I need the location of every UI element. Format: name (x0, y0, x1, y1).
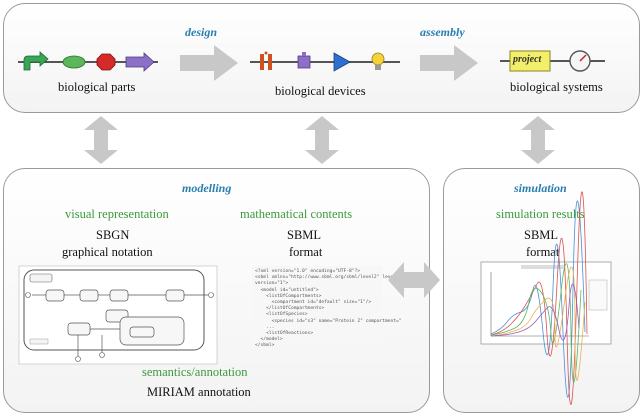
biological-devices-label: biological devices (275, 84, 366, 98)
code-line: <model id="untitled"> (255, 287, 319, 293)
code-line: </listOfCompartments> (255, 306, 325, 312)
code-line: <listOfCompartments> (255, 293, 322, 299)
code-line: <species id="s3" name="Protein 2" compar… (255, 318, 402, 324)
sbgn-label: SBGN (96, 228, 130, 242)
code-line: ... (255, 324, 275, 330)
project-label: project (513, 54, 542, 65)
miriam-annotation-label: MIRIAM annotation (147, 385, 251, 399)
biological-devices-icon (250, 51, 400, 72)
modelling-title: modelling (182, 181, 232, 195)
assembly-arrow (420, 45, 478, 81)
modelling-link-arrow-right (305, 116, 339, 164)
simulation-results-title: simulation results (496, 207, 585, 221)
design-arrow (180, 45, 238, 81)
biological-systems-label: biological systems (510, 80, 603, 94)
simulation-title: simulation (514, 181, 567, 195)
code-line: <listOfSpecies> (255, 312, 308, 318)
simulation-format-label: format (526, 245, 560, 259)
mathematical-contents-title: mathematical contents (240, 207, 353, 221)
modelling-link-arrow-left (84, 116, 118, 164)
biological-parts-label: biological parts (58, 80, 136, 94)
simulation-link-arrow (521, 116, 555, 164)
code-line: version="1"> (255, 281, 289, 287)
assembly-label: assembly (420, 25, 465, 39)
modelling-simulation-arrow (388, 262, 440, 298)
biological-parts-icon (18, 51, 158, 72)
math-format-label: format (289, 245, 323, 259)
graphical-notation-label: graphical notation (62, 245, 153, 259)
code-line: </model> (255, 337, 283, 343)
sbml-code-lines: <?xml version="1.0" encoding="UTF-8"?> <s… (255, 269, 407, 350)
semantics-annotation-title: semantics/annotation (142, 365, 248, 379)
code-line: <?xml version="1.0" encoding="UTF-8"?> (255, 269, 361, 274)
visual-representation-title: visual representation (65, 207, 169, 221)
math-sbml-label: SBML (287, 228, 322, 242)
code-line: <listOfReactions> (255, 331, 314, 337)
design-label: design (185, 25, 218, 39)
simulation-sbml-label: SBML (524, 228, 559, 242)
code-line: </sbml> (255, 343, 275, 349)
biological-systems-icon (500, 50, 605, 72)
sbgn-diagram-thumbnail (18, 265, 218, 365)
code-line: <compartment id="default" size="1"/> (255, 300, 372, 306)
sbml-code-snippet: <?xml version="1.0" encoding="UTF-8"?> <s… (252, 266, 407, 348)
simulation-plot-thumbnail (480, 191, 612, 405)
